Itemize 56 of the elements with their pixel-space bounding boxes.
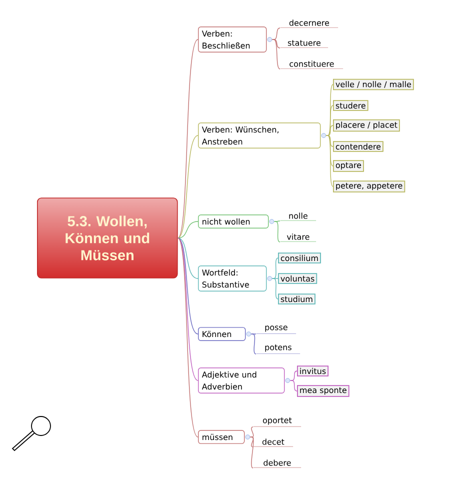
connector	[272, 28, 280, 40]
connector	[250, 426, 254, 438]
connector	[177, 135, 198, 238]
connector	[274, 220, 280, 222]
leaf-box: voluntas	[278, 273, 318, 284]
connector	[326, 125, 334, 136]
leaf-box: consilium	[278, 252, 321, 264]
leaf-box: placere / placet	[333, 119, 400, 132]
connector	[250, 334, 256, 354]
underlined-term: decernere	[280, 20, 338, 28]
connector	[177, 238, 198, 438]
connector	[290, 380, 298, 392]
connector	[326, 135, 334, 166]
connector	[326, 135, 334, 187]
topic-box: müssen	[198, 430, 250, 444]
topic-box: Verben: Wünschen, Anstreben	[198, 122, 326, 148]
root-box: 5.3. Wollen, Können und Müssen	[37, 198, 178, 278]
leaf-box: invitus	[297, 366, 329, 376]
leaf-box: petere, appetere	[333, 180, 406, 192]
topic-box: Adjektive und Adverbien	[198, 368, 290, 394]
leaf-box: studium	[278, 294, 316, 304]
connector	[177, 39, 198, 238]
connector	[177, 238, 198, 279]
underlined-term: nolle	[280, 212, 316, 221]
underlined-term: debere	[253, 460, 302, 468]
connector	[177, 238, 198, 334]
connector	[272, 39, 280, 48]
underlined-term: oportet	[253, 418, 302, 427]
leaf-box: contendere	[333, 141, 384, 152]
connector	[272, 258, 278, 279]
connector	[272, 278, 278, 300]
underlined-term: constituere	[280, 60, 344, 69]
topic-box: Wortfeld: Substantive	[198, 266, 272, 292]
underlined-term: posse	[256, 326, 296, 334]
connector	[177, 238, 198, 381]
connector	[250, 436, 254, 468]
leaf-box: mea sponte	[297, 385, 350, 397]
connector	[326, 84, 334, 136]
connector	[274, 221, 280, 242]
connector	[326, 135, 334, 147]
underlined-term: decet	[253, 438, 294, 447]
topic-box: Verben: Beschließen	[198, 26, 272, 52]
topic-box: nicht wollen	[198, 214, 274, 228]
connector	[326, 105, 334, 136]
leaf-box: velle / nolle / malle	[333, 78, 414, 90]
connector	[290, 370, 298, 381]
underlined-term: potens	[256, 344, 300, 354]
connector	[177, 221, 198, 238]
underlined-term: vitare	[280, 234, 316, 242]
topic-box: Können	[198, 327, 252, 341]
connector	[250, 436, 254, 448]
connector	[272, 39, 280, 70]
leaf-box: optare	[333, 160, 364, 172]
connector	[272, 278, 278, 279]
leaf-box: studere	[333, 100, 368, 111]
underlined-term: statuere	[280, 40, 328, 48]
